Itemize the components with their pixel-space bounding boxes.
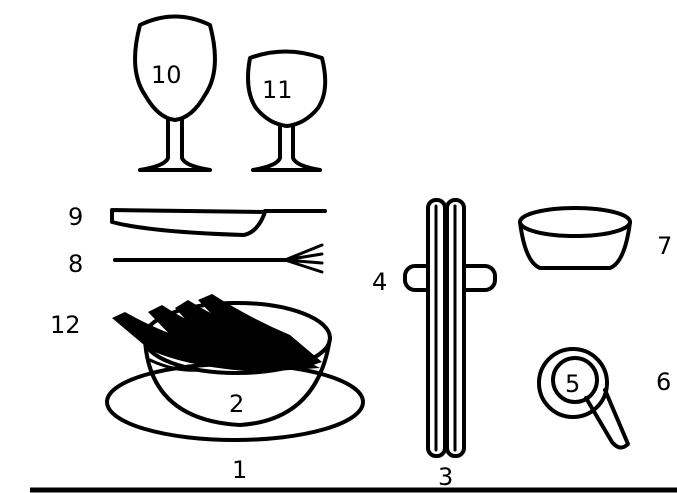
spoon-rest: 6 (539, 349, 671, 417)
label-small-bowl: 7 (657, 232, 672, 260)
spoon: 5 (553, 358, 628, 448)
wine-glass: 11 (248, 52, 325, 171)
knife: 9 (68, 203, 325, 235)
label-wine-glass: 11 (262, 76, 293, 104)
label-chopstick-rest: 4 (372, 268, 387, 296)
label-knife: 9 (68, 203, 83, 231)
label-spoon: 5 (565, 370, 580, 398)
small-bowl: 7 (520, 208, 672, 268)
label-fork: 8 (68, 250, 83, 278)
label-plate: 1 (232, 456, 247, 484)
chopsticks: 3 (428, 200, 464, 491)
label-bowl: 2 (229, 390, 244, 418)
label-spoon-rest: 6 (656, 368, 671, 396)
fork: 8 (68, 245, 322, 278)
label-food: 12 (50, 311, 81, 339)
label-tall-glass: 10 (151, 61, 182, 89)
label-chopsticks: 3 (438, 463, 453, 491)
tall-glass: 10 (135, 17, 215, 171)
